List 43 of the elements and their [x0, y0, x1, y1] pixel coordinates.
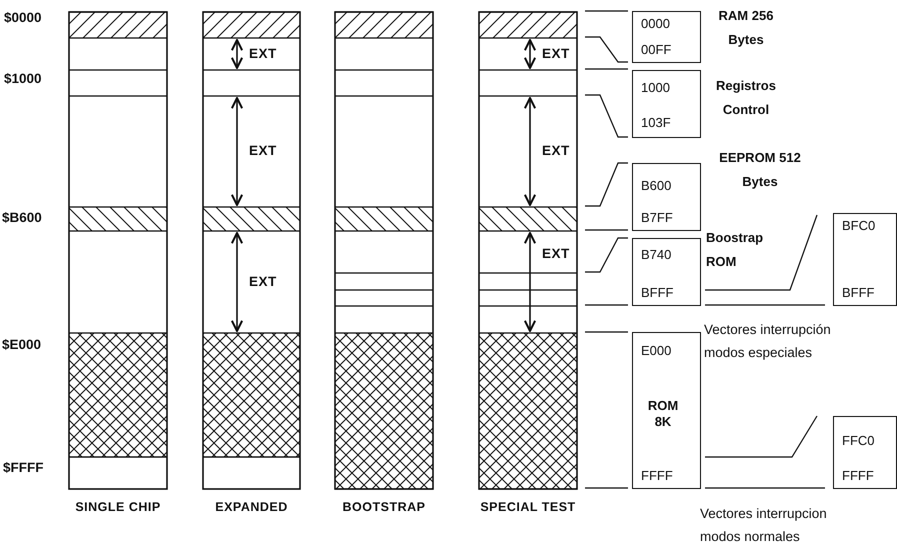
address-box [833, 213, 897, 306]
address-text: FFFF [842, 468, 875, 484]
address-label: $1000 [4, 70, 42, 88]
mode-caption: BOOTSTRAP [342, 500, 426, 515]
mode-caption: SPECIAL TEST [479, 500, 577, 515]
note-text: Vectores interrupción modos especiales [704, 321, 832, 362]
address-text: FFC0 [842, 433, 876, 449]
address-text: B600 [641, 178, 672, 194]
mode-caption: EXPANDED [214, 500, 289, 515]
memory-label: Boostrap ROM [706, 229, 764, 271]
region-label: EXT [542, 46, 570, 61]
address-label: $E000 [2, 336, 42, 354]
address-text: 1000 [641, 80, 671, 96]
address-text: BFC0 [842, 218, 876, 234]
region-label: EXT [249, 143, 277, 158]
memory-label: EEPROM 512 Bytes [718, 149, 802, 191]
address-box [632, 332, 701, 489]
address-text: FFFF [641, 468, 674, 484]
region-label: EXT [249, 46, 277, 61]
region-label: EXT [542, 246, 570, 261]
region-label: EXT [542, 143, 570, 158]
address-box [833, 416, 897, 489]
address-label: $0000 [4, 9, 42, 27]
address-text: E000 [641, 343, 672, 359]
address-text: 103F [641, 115, 672, 131]
address-text: BFFF [641, 285, 674, 301]
address-label: $FFFF [3, 459, 44, 477]
memory-label: Registros Control [715, 77, 777, 119]
address-text: 00FF [641, 42, 672, 58]
address-box [632, 11, 701, 63]
memory-label: RAM 256 Bytes [718, 7, 774, 49]
region-label: EXT [249, 274, 277, 289]
address-box [632, 238, 701, 306]
memory-label: ROM 8K [646, 398, 680, 430]
address-text: 0000 [641, 16, 671, 32]
address-box [632, 70, 701, 138]
address-text: BFFF [842, 285, 876, 301]
address-text: B740 [641, 247, 672, 263]
address-box [632, 163, 701, 231]
address-label: $B600 [2, 209, 42, 227]
address-text: B7FF [641, 210, 674, 226]
mode-caption: SINGLE CHIP [74, 500, 162, 515]
note-text: Vectores interrupcion modos normales [700, 505, 828, 546]
